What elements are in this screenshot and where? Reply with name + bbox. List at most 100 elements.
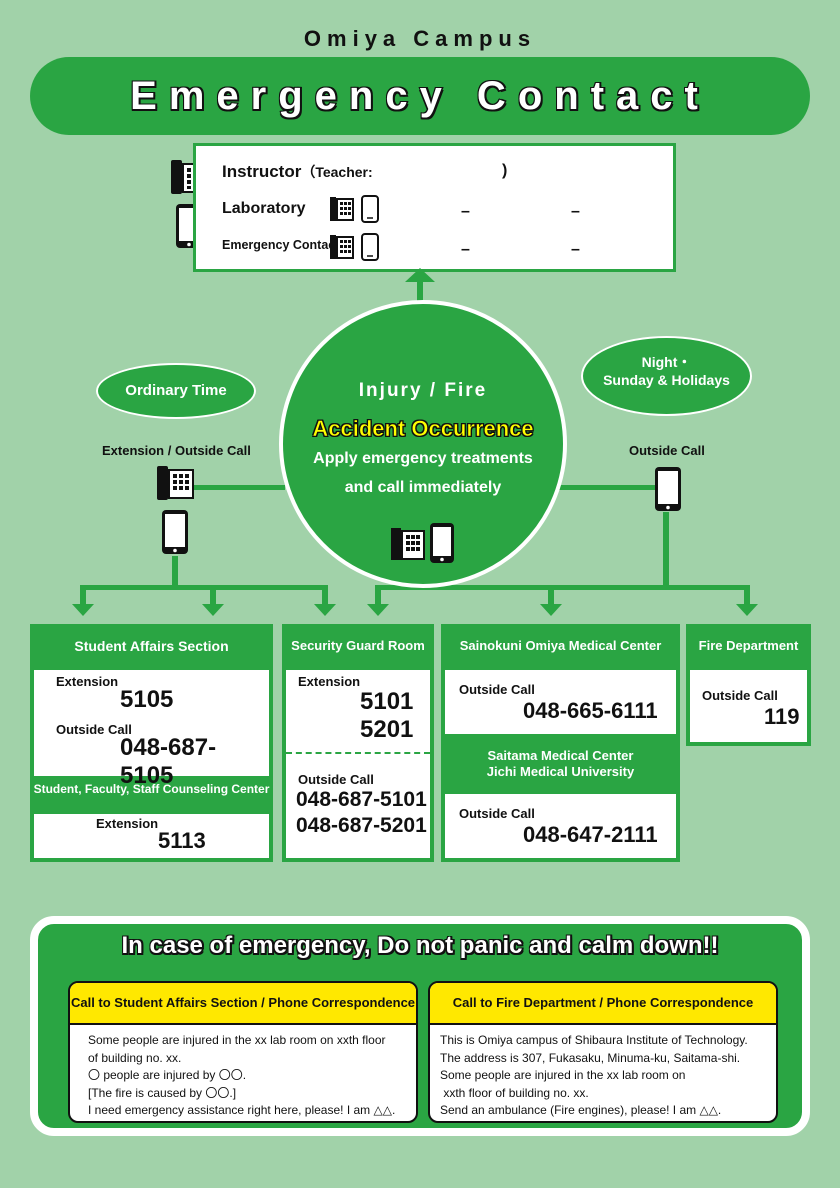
card-line: of building no. xx.: [88, 1050, 182, 1065]
outside-call-number: 048-687-5105: [120, 734, 217, 789]
mobile-phone-icon: [430, 523, 454, 563]
ec-dash-2: –: [571, 241, 580, 258]
outside-call-label: Outside Call: [56, 722, 132, 737]
mobile-phone-icon: [361, 233, 379, 261]
accident-occurrence-text: Accident Occurrence: [312, 416, 534, 442]
outside-call-number: 048-647-2111: [523, 822, 658, 847]
lab-dash-1: –: [461, 203, 470, 220]
counseling-contact: Extension 5113: [34, 814, 269, 858]
security-title: Security Guard Room: [291, 638, 425, 653]
call-immediately-text: and call immediately: [344, 479, 502, 496]
card-line: The address is 307, Fukasaku, Minuma-ku,…: [440, 1050, 741, 1065]
card-title: Call to Student Affairs Section / Phone …: [70, 983, 416, 1025]
mobile-phone-icon: [655, 467, 681, 511]
ec-dash-1: –: [461, 241, 470, 258]
student-affairs-panel: Student Affairs Section Extension 5105 O…: [30, 624, 273, 862]
card-line: Some people are injured in the xx lab ro…: [440, 1068, 686, 1082]
connector-line: [210, 585, 216, 605]
card-line: I need emergency assistance right here, …: [88, 1103, 396, 1117]
connector-line: [80, 585, 86, 605]
instructor-box: Instructor（Teacher: ) Laboratory – – Eme…: [193, 143, 676, 272]
connector-line: [744, 585, 750, 605]
outside-call-number: 048-665-6111: [523, 698, 658, 723]
outside-call-label: Outside Call: [459, 682, 535, 697]
emergency-panel: In case of emergency, Do not panic and c…: [30, 916, 810, 1136]
night-oval-line1: Night・: [641, 354, 692, 370]
instructor-line: Instructor（Teacher:: [222, 162, 373, 182]
card-line: [The fire is caused by 〇〇.]: [88, 1085, 237, 1100]
security-panel: Security Guard Room Extension 5101 5201 …: [282, 624, 434, 862]
extension-number: 5113: [158, 828, 206, 853]
emergency-contact-label: Emergency Contact: [222, 238, 340, 252]
teacher-label: （Teacher:: [301, 164, 373, 180]
card-line: xxth floor of building no. xx.: [440, 1085, 589, 1100]
card-line: Send an ambulance (Fire engines), please…: [440, 1103, 722, 1117]
extension-number: 5105: [120, 686, 174, 713]
connector-line: [190, 485, 285, 490]
student-affairs-title: Student Affairs Section: [74, 638, 229, 654]
connector-line: [663, 512, 669, 590]
jichi-contact: Outside Call 048-647-2111: [445, 794, 676, 858]
jichi-title-line1: Saitama Medical Center: [487, 748, 634, 763]
fire-title: Fire Department: [698, 638, 799, 653]
page-title: Emergency Contact System: [129, 73, 710, 197]
down-arrow: [314, 604, 336, 616]
injury-fire-text: Injury / Fire: [358, 380, 488, 401]
security-contact: Extension 5101 5201 Outside Call 048-687…: [286, 670, 430, 858]
extension-label: Extension: [96, 816, 159, 831]
title-banner: Emergency Contact System: [30, 57, 810, 197]
emergency-title: In case of emergency, Do not panic and c…: [121, 932, 719, 959]
night-oval-line2: Sunday & Holidays: [603, 372, 730, 388]
extension-number: 5201: [360, 716, 414, 743]
card-line: This is Omiya campus of Shibaura Institu…: [440, 1033, 748, 1047]
connector-line: [172, 556, 178, 588]
fire-panel: Fire Department Outside Call 119: [686, 624, 811, 746]
desk-phone-icon: [157, 466, 194, 500]
mobile-phone-icon: [361, 195, 379, 223]
apply-treatments-text: Apply emergency treatments: [313, 450, 533, 467]
connector-line: [375, 585, 750, 590]
counseling-title: Student, Faculty, Staff Counseling Cente…: [33, 782, 270, 796]
accident-occurrence-wrap: Accident Occurrence: [283, 416, 563, 442]
extension-label: Extension: [298, 674, 361, 689]
fire-contact: Outside Call 119: [690, 670, 807, 742]
fire-number: 119: [764, 704, 800, 729]
card-title: Call to Fire Department / Phone Correspo…: [430, 983, 776, 1025]
connector-line: [555, 485, 665, 490]
jichi-title-line2: Jichi Medical University: [486, 764, 635, 779]
ordinary-time-oval: Ordinary Time: [96, 363, 256, 419]
down-arrow: [736, 604, 758, 616]
outside-call-label: Outside Call: [702, 688, 778, 703]
fire-department-script-card: Call to Fire Department / Phone Correspo…: [428, 981, 778, 1123]
connector-line: [80, 585, 328, 590]
up-arrow: [405, 268, 435, 282]
card-body: This is Omiya campus of Shibaura Institu…: [430, 1025, 776, 1120]
down-arrow: [72, 604, 94, 616]
card-line: 〇 people are injured by 〇〇.: [88, 1068, 247, 1082]
desk-phone-icon: [330, 197, 354, 221]
night-oval: Night・ Sunday & Holidays: [581, 336, 752, 416]
ordinary-call-label: Extension / Outside Call: [102, 443, 251, 458]
down-arrow: [367, 604, 389, 616]
omiya-medical-title: Sainokuni Omiya Medical Center: [459, 638, 662, 653]
extension-label: Extension: [56, 674, 119, 689]
omiya-medical-contact: Outside Call 048-665-6111: [445, 670, 676, 734]
card-body: Some people are injured in the xx lab ro…: [70, 1025, 416, 1120]
outside-call-number: 048-687-5101: [296, 788, 427, 811]
mobile-phone-icon: [162, 510, 188, 554]
card-line: Some people are injured in the xx lab ro…: [88, 1033, 386, 1047]
extension-number: 5101: [360, 688, 414, 715]
campus-title: Omiya Campus: [303, 26, 537, 51]
down-arrow: [202, 604, 224, 616]
teacher-close: ): [502, 162, 508, 179]
instructor-label: Instructor: [222, 162, 302, 181]
outside-call-label: Outside Call: [298, 772, 374, 787]
connector-line: [548, 585, 554, 605]
desk-phone-icon: [330, 235, 354, 259]
night-call-label: Outside Call: [629, 443, 705, 458]
laboratory-label: Laboratory: [222, 200, 306, 217]
outside-call-label: Outside Call: [459, 806, 535, 821]
student-affairs-contact: Extension 5105 Outside Call 048-687-5105: [34, 670, 269, 789]
student-affairs-script-card: Call to Student Affairs Section / Phone …: [68, 981, 418, 1123]
accident-circle: Injury / Fire Accident Occurrence Apply …: [279, 300, 567, 588]
